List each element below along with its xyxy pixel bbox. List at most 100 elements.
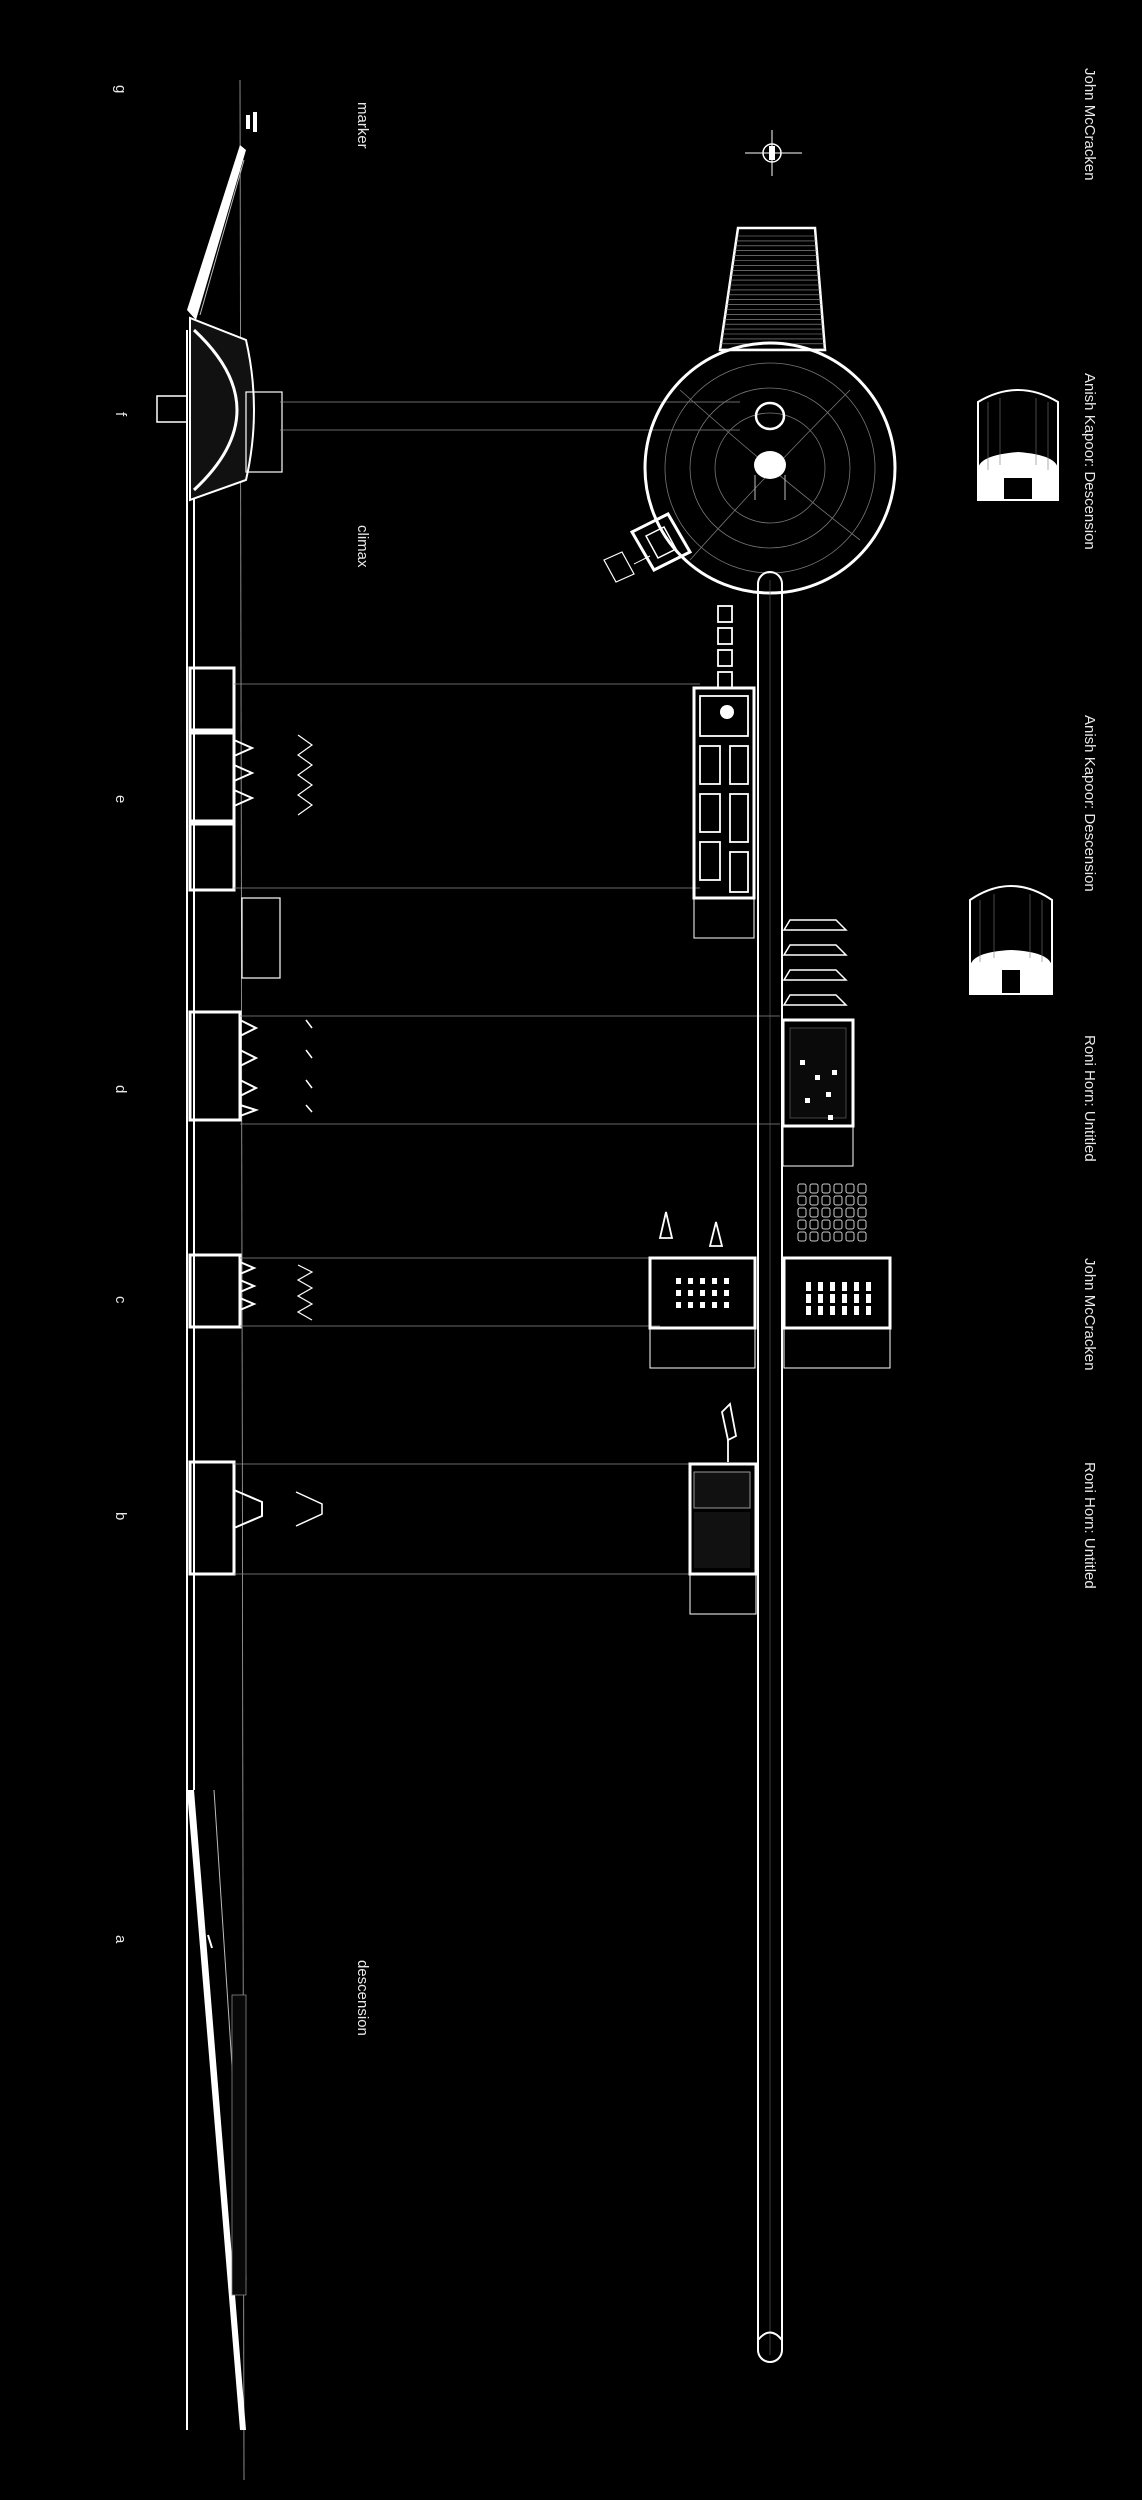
section-room-e1: [188, 666, 236, 732]
plan-side-pavilion: [603, 512, 693, 583]
rotunda-oculus-2: [754, 451, 786, 479]
section-letter-b: b: [112, 1512, 129, 1520]
display-plinth: [712, 1290, 717, 1296]
display-plinth: [842, 1306, 847, 1315]
marker-post-2: [253, 112, 257, 132]
artwork-label-1: John McCracken: [1081, 68, 1098, 181]
section-letter-g: g: [112, 85, 129, 93]
section-art-d-marks: [305, 1019, 313, 1113]
artwork-label-4: Roni Horn: Untitled: [1081, 1035, 1098, 1162]
display-plinth: [854, 1294, 859, 1303]
seat: [797, 1207, 807, 1218]
display-plinth: [806, 1294, 811, 1303]
section-room-c-art: [239, 1261, 257, 1311]
seat: [833, 1195, 843, 1206]
phase-label-marker: marker: [354, 102, 371, 149]
plan-spine-corridor: [757, 571, 783, 2363]
seat: [857, 1231, 867, 1242]
display-plinth: [854, 1306, 859, 1315]
display-plinth: [818, 1306, 823, 1315]
seat: [821, 1231, 831, 1242]
section-room-b-art: [233, 1489, 263, 1529]
seat: [809, 1183, 819, 1194]
display-plinth: [712, 1302, 717, 1308]
seat: [821, 1219, 831, 1230]
display-plinth: [676, 1278, 681, 1284]
display-plinth: [842, 1294, 847, 1303]
plan-gallery-c: [648, 1256, 892, 1369]
section-room-e2-art: [233, 739, 255, 807]
section-room-b: [188, 1460, 236, 1576]
seat: [833, 1183, 843, 1194]
seat: [809, 1207, 819, 1218]
section-letter-c: c: [112, 1296, 129, 1304]
plan-drawing: [603, 130, 1059, 2363]
plan-gallery-d: [781, 1018, 855, 1167]
phase-label-descension: descension: [354, 1960, 371, 2036]
section-letter-e: e: [112, 795, 129, 803]
plan-stacked-pavilions: [782, 919, 848, 1006]
display-plinth: [676, 1290, 681, 1296]
seat: [797, 1195, 807, 1206]
section-letter-f: f: [112, 412, 129, 417]
marker-stair-ramp: [187, 145, 246, 320]
seat: [857, 1183, 867, 1194]
section-room-e3: [188, 822, 236, 892]
artwork-label-6: Roni Horn: Untitled: [1081, 1462, 1098, 1589]
seat: [821, 1195, 831, 1206]
seat: [845, 1183, 855, 1194]
display-plinth: [700, 1290, 705, 1296]
seat: [845, 1195, 855, 1206]
phase-label-climax: climax: [354, 525, 371, 568]
display-plinth: [854, 1282, 859, 1291]
seat: [857, 1219, 867, 1230]
artwork-label-3: Anish Kapoor: Descension: [1081, 715, 1098, 892]
display-plinth: [688, 1302, 693, 1308]
display-plinth: [700, 1302, 705, 1308]
seat: [797, 1183, 807, 1194]
descension-figure: [207, 1934, 213, 1949]
section-drawing: [156, 79, 323, 2481]
section-room-c: [188, 1253, 242, 1329]
display-plinth: [712, 1278, 717, 1284]
section-art-e-wave: [296, 734, 314, 816]
display-plinth: [688, 1278, 693, 1284]
section-room-d: [188, 1010, 242, 1122]
marker-stair-inner: [199, 159, 245, 316]
display-plinth: [866, 1294, 871, 1303]
section-room-e2: [188, 731, 236, 823]
display-plinth: [806, 1282, 811, 1291]
section-room-d-art: [239, 1019, 260, 1117]
seat: [809, 1231, 819, 1242]
plan-b-sculpture: [721, 1402, 738, 1462]
seat: [845, 1219, 855, 1230]
plan-gallery-e: [692, 686, 756, 939]
display-plinth: [866, 1306, 871, 1315]
display-plinth: [806, 1306, 811, 1315]
climax-skylight: [156, 395, 188, 423]
plan-entrance-stair: [718, 226, 827, 352]
display-plinth: [818, 1282, 823, 1291]
north-arrow-icon: [745, 130, 802, 176]
seat: [833, 1231, 843, 1242]
section-art-c-wave: [296, 1264, 314, 1321]
seat: [833, 1219, 843, 1230]
display-plinth: [676, 1302, 681, 1308]
display-plinth: [818, 1294, 823, 1303]
marker-post: [246, 115, 250, 129]
section-letter-a: a: [112, 1935, 129, 1944]
artwork-label-2: Anish Kapoor: Descension: [1081, 373, 1098, 550]
display-plinth: [830, 1282, 835, 1291]
seat: [821, 1183, 831, 1194]
seat: [797, 1231, 807, 1242]
vault-thumbnail-2: [969, 885, 1053, 995]
rotunda-oculus-1: [754, 401, 786, 431]
display-plinth: [830, 1294, 835, 1303]
descension-lower-chamber: [231, 1994, 247, 2296]
display-plinth: [688, 1290, 693, 1296]
section-outbuilding: [241, 897, 281, 979]
seat: [845, 1207, 855, 1218]
plan-gallery-b: [688, 1462, 758, 1615]
descension-ramp: [187, 1790, 246, 2430]
seat: [797, 1219, 807, 1230]
